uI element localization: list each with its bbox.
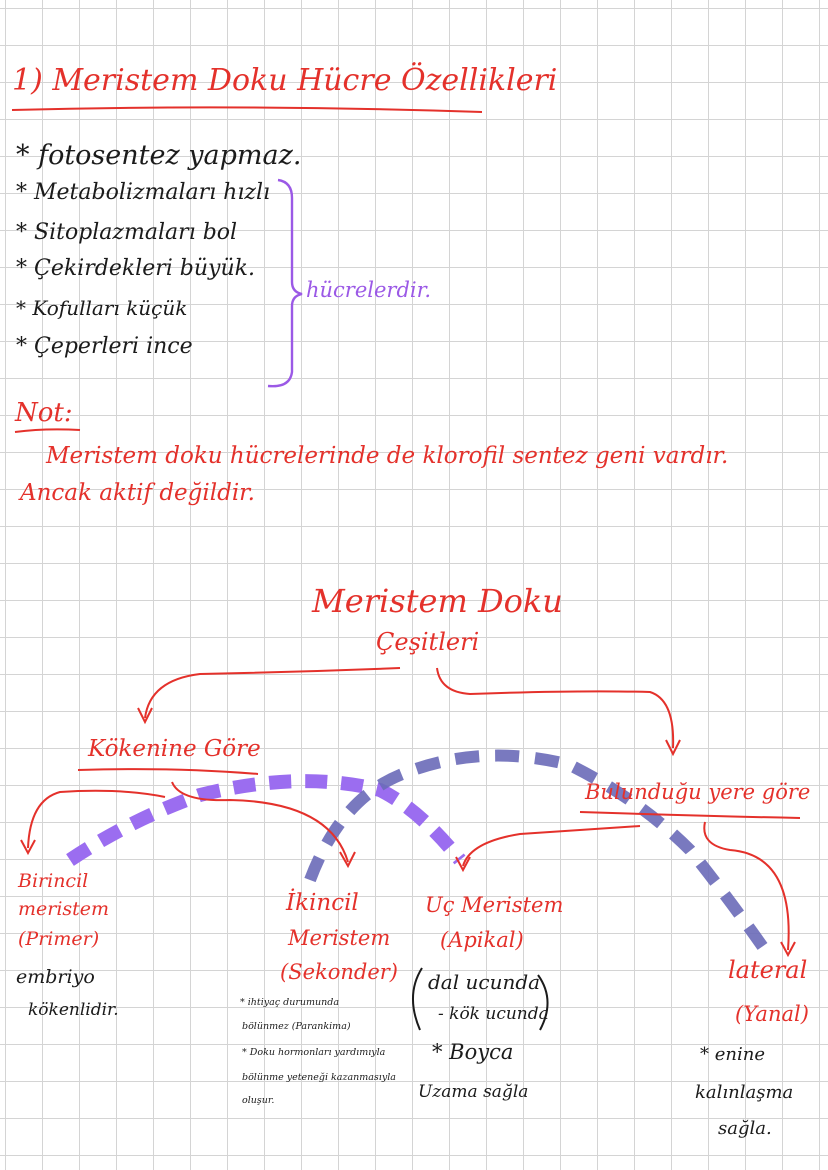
lateral-latin: (Yanal): [735, 1002, 809, 1026]
apical-desc-4: Uzama sağla: [418, 1082, 529, 1102]
primary-subtitle: meristem: [18, 898, 110, 920]
secondary-latin: (Sekonder): [280, 960, 399, 984]
apical-paren-right: [537, 974, 549, 1031]
secondary-desc-2: bölünmez (Parankima): [242, 1021, 351, 1032]
arrow-root-to-origin: [144, 667, 401, 719]
diagram-root-title: Meristem Doku: [312, 582, 563, 620]
location-underline: [579, 811, 801, 819]
apical-title: Uç Meristem: [425, 893, 564, 917]
primary-title: Birincil: [18, 870, 89, 892]
primary-desc-1: embriyo: [16, 966, 95, 988]
blue-dashed-arc: [304, 749, 770, 954]
arrow-location-to-apical: [462, 825, 641, 867]
apical-latin: (Apikal): [440, 928, 524, 952]
secondary-desc-3: * Doku hormonları yardımıyla: [242, 1047, 386, 1058]
title-underline: [11, 106, 483, 113]
origin-underline: [77, 768, 259, 775]
secondary-subtitle: Meristem: [288, 926, 391, 950]
bracket-label: hücrelerdir.: [306, 278, 432, 302]
list-item: * Çekirdekleri büyük.: [16, 256, 255, 281]
list-item: * fotosentez yapmaz.: [16, 140, 302, 171]
list-item: * Çeperleri ince: [16, 334, 193, 359]
lateral-desc-3: sağla.: [718, 1118, 772, 1139]
note-underline: [14, 428, 81, 433]
list-item: * Kofulları küçük: [16, 296, 188, 320]
page-title: 1) Meristem Doku Hücre Özellikleri: [12, 63, 558, 98]
apical-desc-3: * Boyca: [432, 1040, 514, 1064]
arrow-origin-to-secondary: [171, 781, 349, 863]
arrow-origin-to-primary: [27, 789, 166, 849]
secondary-title: İkincil: [286, 890, 359, 916]
arrow-root-to-location: [436, 667, 675, 749]
diagram-root-subtitle: Çeşitleri: [376, 628, 480, 656]
note-line-1: Meristem doku hücrelerinde de klorofil s…: [46, 443, 729, 469]
note-line-2: Ancak aktif değildir.: [20, 480, 255, 506]
apical-paren-left: [411, 967, 423, 1031]
list-item: * Metabolizmaları hızlı: [16, 180, 271, 205]
properties-bracket: [267, 178, 303, 388]
arrow-location-to-lateral: [703, 821, 790, 951]
lateral-title: lateral: [728, 956, 808, 984]
lateral-desc-2: kalınlaşma: [695, 1082, 794, 1103]
purple-dashed-arc: [66, 774, 466, 866]
secondary-desc-5: oluşur.: [242, 1095, 275, 1106]
primary-latin: (Primer): [18, 928, 100, 950]
secondary-desc-1: * ihtiyaç durumunda: [240, 997, 340, 1008]
primary-desc-2: kökenlidir.: [28, 1000, 119, 1020]
branch-by-origin: Kökenine Göre: [88, 736, 261, 762]
apical-desc-1: dal ucunda: [428, 970, 541, 994]
apical-desc-2: - kök ucunda: [438, 1004, 549, 1024]
list-item: * Sitoplazmaları bol: [16, 220, 238, 245]
lateral-desc-1: * enine: [700, 1044, 765, 1065]
note-label: Not:: [15, 398, 73, 428]
branch-by-location: Bulunduğu yere göre: [585, 780, 811, 804]
secondary-desc-4: bölünme yeteneği kazanmasıyla: [242, 1072, 396, 1083]
